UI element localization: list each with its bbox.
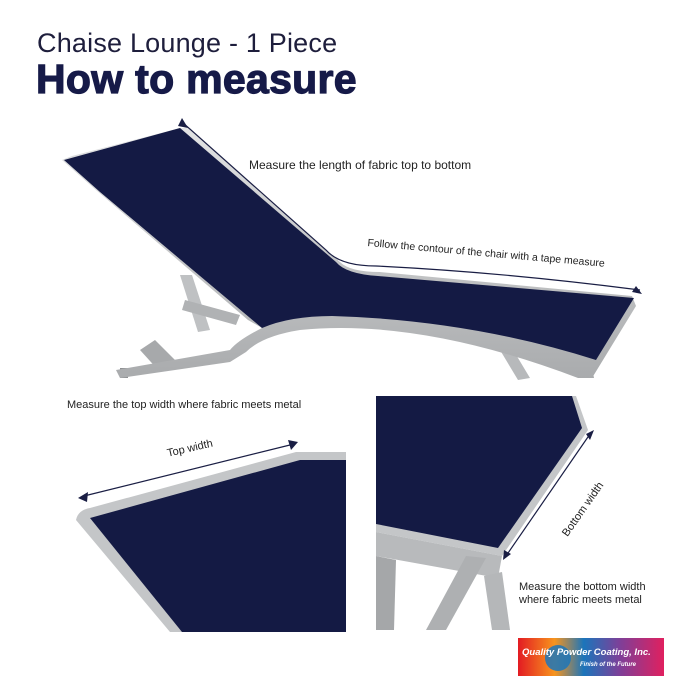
page-title: How to measure: [35, 55, 357, 102]
page-subtitle: Chaise Lounge - 1 Piece: [37, 28, 338, 58]
bottom-width-instruction-1: Measure the bottom width: [519, 581, 646, 593]
svg-text:Finish of the Future: Finish of the Future: [580, 662, 637, 668]
quality-powder-coating-logo: Quality Powder Coating, Inc. Finish of t…: [518, 638, 664, 676]
top-width-detail: [56, 410, 346, 632]
top-width-measure-line: [83, 443, 295, 497]
svg-text:Quality Powder Coating, Inc.: Quality Powder Coating, Inc.: [522, 647, 651, 658]
bottom-width-detail: [376, 396, 634, 630]
bottom-width-measure-line: [505, 433, 591, 557]
length-label: Measure the length of fabric top to bott…: [249, 158, 472, 172]
chair-fabric: [64, 128, 634, 360]
length-measure-line: [181, 121, 641, 291]
top-width-instruction: Measure the top width where fabric meets…: [67, 399, 302, 411]
bottom-width-instruction-2: where fabric meets metal: [519, 594, 642, 606]
